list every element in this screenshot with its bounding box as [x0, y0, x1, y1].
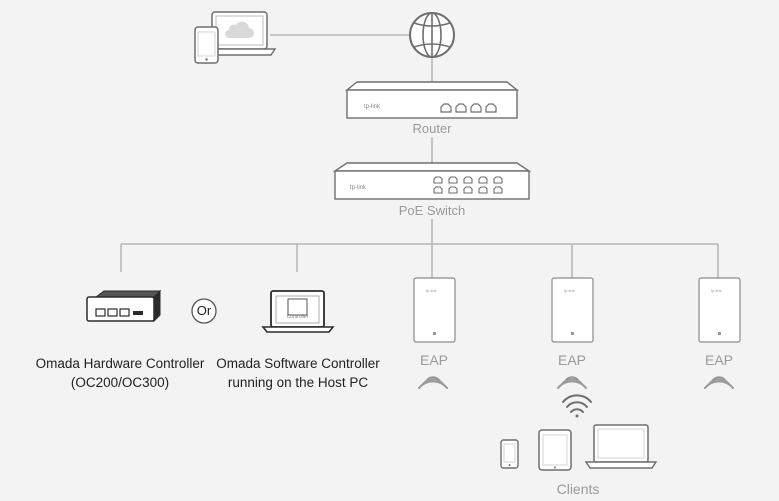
laptop-screen-text: Controller: [286, 314, 309, 320]
hardware-controller-icon: [86, 289, 162, 323]
svg-text:tp-link: tp-link: [350, 185, 367, 191]
wifi-signal-icon: [557, 376, 587, 389]
hw-controller-label-line1: Omada Hardware Controller: [35, 356, 205, 371]
eap-label-3: EAP: [704, 352, 733, 368]
or-label: Or: [196, 303, 212, 318]
ceiling-ap-icon: tp-link: [551, 277, 594, 343]
svg-text:tp-link: tp-link: [711, 288, 722, 293]
laptop-icon: [584, 424, 658, 469]
phone-icon: [194, 26, 219, 64]
sw-controller-label-line2: running on the Host PC: [227, 375, 369, 390]
svg-text:tp-link: tp-link: [564, 288, 575, 293]
connection-lines: [120, 34, 719, 278]
ceiling-ap-icon: tp-link: [698, 277, 741, 343]
poe-switch-label: PoE Switch: [398, 203, 466, 218]
router-icon: tp-link: [345, 81, 519, 119]
clients-label: Clients: [556, 481, 600, 497]
tablet-icon: [538, 429, 572, 471]
sw-controller-label-line1: Omada Software Controller: [216, 356, 380, 371]
or-badge: [191, 298, 217, 324]
phone-icon: [500, 439, 519, 469]
poe-switch-icon: tp-link: [332, 162, 532, 200]
hw-controller-label-line2: (OC200/OC300): [70, 375, 170, 390]
laptop-controller-icon: [261, 290, 335, 333]
router-label: Router: [412, 121, 452, 136]
wifi-signal-icon: [704, 376, 734, 389]
wifi-signal-icon: [418, 376, 448, 389]
eap-label-2: EAP: [557, 352, 586, 368]
laptop-cloud-icon: [201, 11, 277, 56]
wifi-signal-icon: [562, 394, 592, 418]
svg-text:tp-link: tp-link: [426, 288, 437, 293]
internet-globe-icon: [409, 12, 455, 58]
eap-label-1: EAP: [419, 352, 448, 368]
svg-text:tp-link: tp-link: [364, 104, 381, 110]
ceiling-ap-icon: tp-link: [413, 277, 456, 343]
